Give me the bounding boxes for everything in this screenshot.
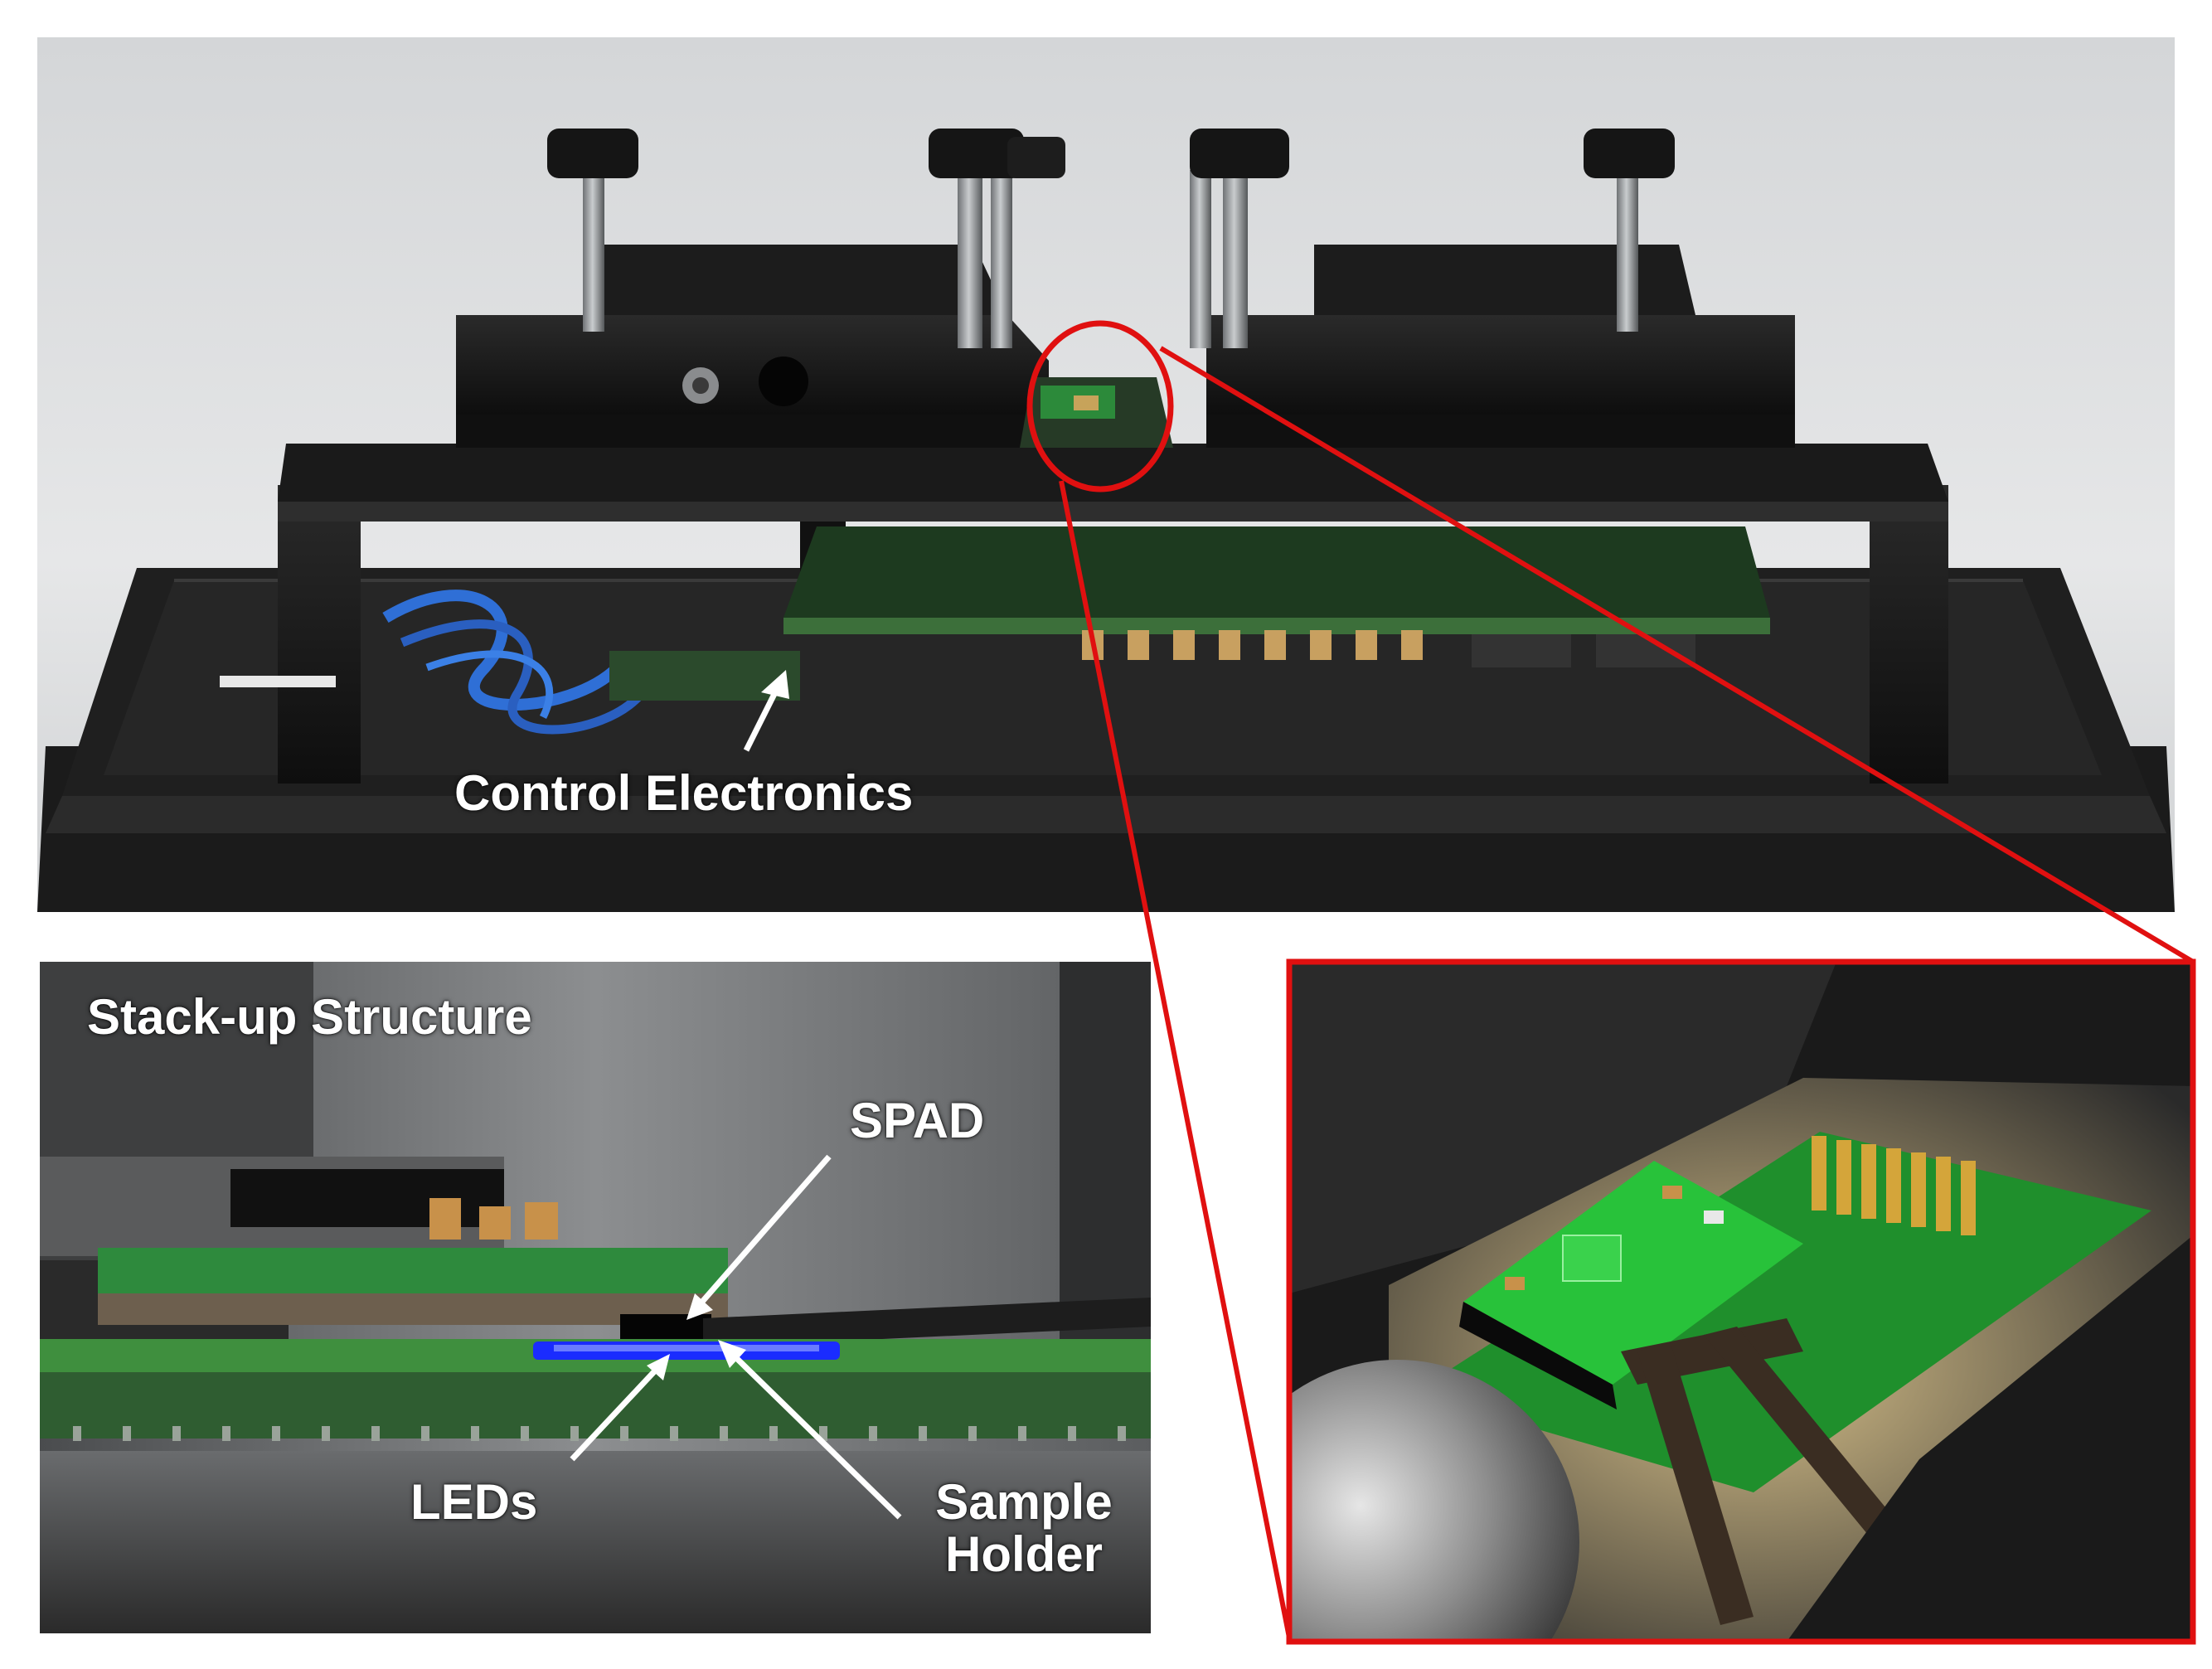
control-electronics-label: Control Electronics	[454, 765, 914, 821]
zoom-frame	[1286, 958, 2196, 1645]
zoom-photo	[1289, 962, 2193, 1642]
sample-holder-label: Sample Holder	[912, 1476, 1136, 1580]
zoom-line-left	[1059, 480, 1292, 1638]
sample-holder-label-line2: Holder	[944, 1526, 1104, 1582]
zoom-circle	[1026, 320, 1174, 492]
stack-up-photo	[40, 962, 1151, 1633]
zoom-indicator	[1026, 320, 2196, 1645]
leds-label: LEDs	[410, 1474, 538, 1530]
spad-label: SPAD	[850, 1093, 985, 1148]
sample-holder-arrow	[718, 1340, 902, 1520]
leds-arrow	[570, 1354, 670, 1462]
control-electronics-arrow	[743, 670, 789, 752]
stack-up-illustration	[40, 962, 1151, 1633]
stack-up-structure-label: Stack-up Structure	[87, 989, 532, 1045]
spad-arrow	[686, 1154, 832, 1320]
zoom-line-right	[1159, 346, 2195, 964]
sample-holder-label-line1: Sample	[935, 1474, 1113, 1530]
top-photo	[37, 37, 2175, 912]
zoom-illustration	[1289, 962, 2193, 1642]
apparatus-illustration	[37, 37, 2175, 912]
